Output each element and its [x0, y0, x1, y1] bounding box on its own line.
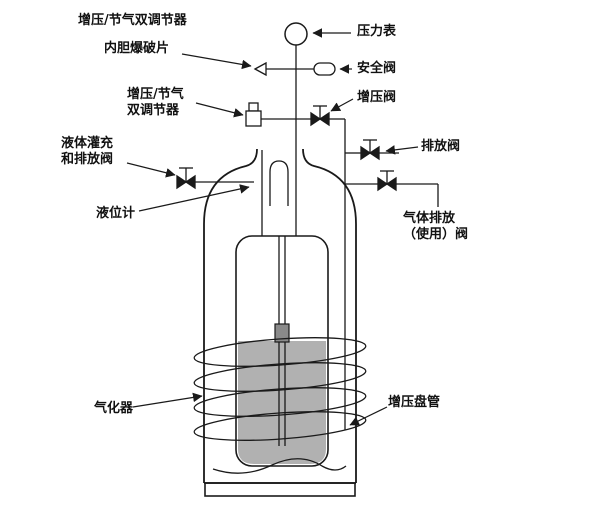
liquid-fill	[238, 341, 326, 464]
label-regulator-left-line2: 双调节器	[127, 103, 180, 118]
inner-vessel	[235, 235, 329, 467]
level-float	[274, 323, 290, 343]
label-regulator-left-line1: 增压/节气	[127, 87, 184, 102]
burst-disc-symbol	[253, 61, 267, 77]
label-gas-discharge-valve-line1: 气体排放	[403, 211, 456, 226]
label-pressurization-coil-text: 增压盘管	[388, 395, 441, 410]
arrow-to-fill-drain-valve	[126, 162, 176, 178]
arrow-to-level-gauge	[138, 184, 250, 212]
label-pressure-gauge-text: 压力表	[357, 24, 397, 39]
arrow-to-vent-valve	[385, 145, 419, 155]
label-vaporizer-text: 气化器	[94, 401, 134, 416]
regulator-symbol	[245, 102, 262, 127]
label-safety-valve: 安全阀	[357, 61, 396, 77]
label-pressurization-coil: 增压盘管	[388, 395, 440, 411]
label-vaporizer: 气化器	[94, 401, 133, 417]
label-level-gauge-text: 液位计	[96, 206, 136, 221]
label-pressurization-valve: 增压阀	[357, 90, 396, 106]
arrow-to-pressurization-valve	[330, 98, 354, 112]
label-burst-disc: 内胆爆破片	[104, 41, 169, 57]
piping	[194, 45, 439, 430]
label-pressurization-valve-text: 增压阀	[357, 90, 397, 105]
label-fill-drain-valve-line2: 和排放阀	[61, 152, 114, 167]
fill-drain-valve-symbol	[176, 167, 196, 190]
pressure-gauge-symbol	[284, 22, 308, 46]
arrow-to-regulator	[195, 102, 244, 118]
label-regulator-top-text: 增压/节气双调节器	[78, 13, 187, 28]
base-plate	[204, 482, 356, 497]
pressurization-valve-symbol	[310, 105, 330, 127]
annotation-arrows	[126, 28, 419, 426]
vent-valve-symbol	[360, 139, 380, 161]
vaporizer-coil	[193, 337, 367, 441]
support-curve	[212, 458, 347, 474]
label-vent-valve: 排放阀	[421, 139, 460, 155]
label-fill-drain-valve-line1: 液体灌充	[61, 136, 114, 151]
label-burst-disc-text: 内胆爆破片	[104, 41, 170, 56]
label-level-gauge: 液位计	[96, 206, 135, 222]
label-fill-drain-valve: 液体灌充 和排放阀	[61, 136, 113, 168]
arrow-to-vaporizer	[132, 392, 203, 408]
label-regulator-left: 增压/节气 双调节器	[127, 87, 184, 119]
safety-valve-symbol	[313, 62, 336, 76]
label-regulator-top: 增压/节气双调节器	[78, 13, 187, 29]
arrow-to-pressurization-coil	[349, 406, 388, 426]
label-vent-valve-text: 排放阀	[421, 139, 461, 154]
label-safety-valve-text: 安全阀	[357, 61, 397, 76]
arrow-to-burst-disc	[181, 53, 252, 70]
label-gas-discharge-valve-line2: （使用）阀	[403, 227, 469, 242]
label-gas-discharge-valve: 气体排放 （使用）阀	[403, 211, 468, 243]
gas-discharge-valve-symbol	[377, 170, 397, 192]
label-pressure-gauge: 压力表	[357, 24, 396, 40]
